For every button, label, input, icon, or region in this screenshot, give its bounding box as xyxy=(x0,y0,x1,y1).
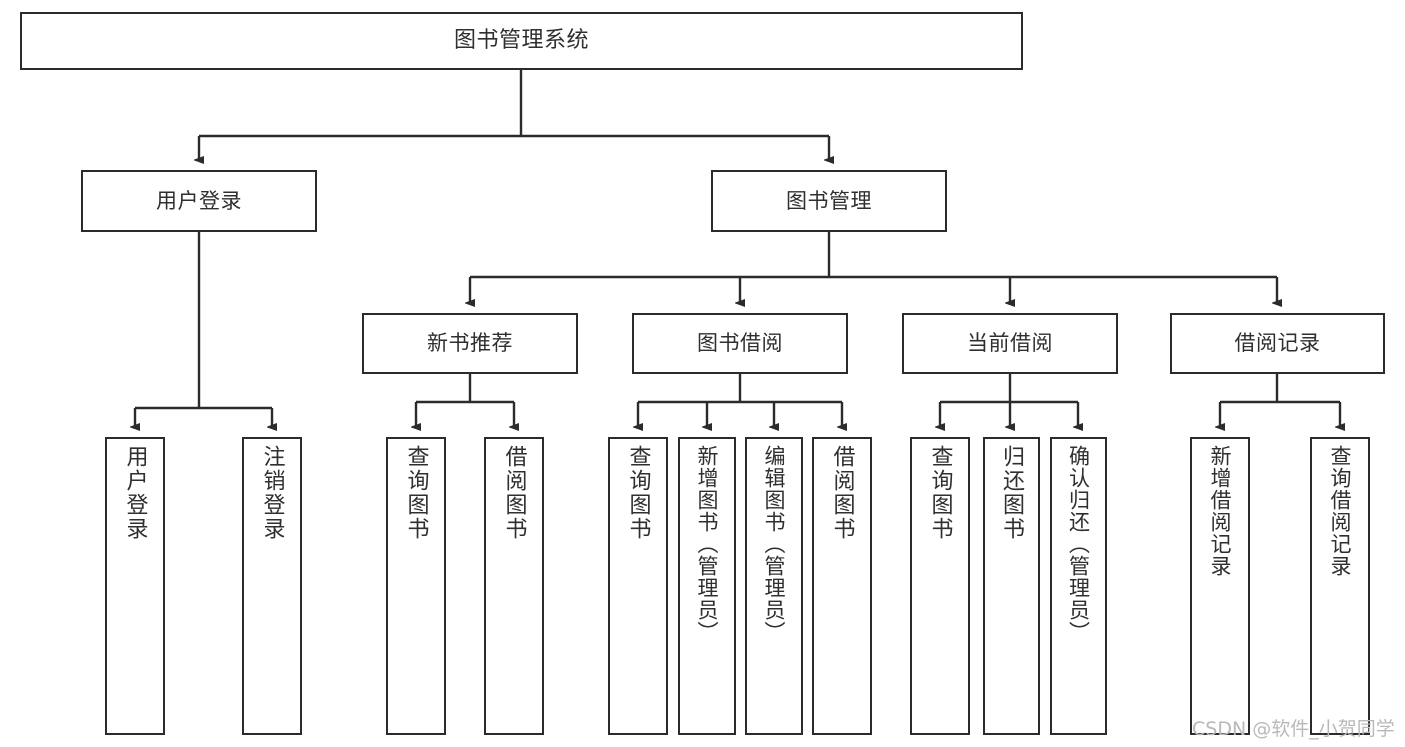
leaf-logout-label: 注销登录 xyxy=(259,445,285,541)
node-new-book-recommend-label: 新书推荐 xyxy=(427,331,513,355)
edge-group-new-books xyxy=(416,374,514,427)
leaf-return-books[interactable]: 归还图书 xyxy=(983,437,1040,735)
leaf-add-book-admin-label: 新增图书（管理员） xyxy=(695,445,720,643)
leaf-edit-book-admin[interactable]: 编辑图书（管理员） xyxy=(745,437,803,735)
node-current-borrow-label: 当前借阅 xyxy=(967,331,1053,355)
node-new-book-recommend[interactable]: 新书推荐 xyxy=(362,313,578,374)
edge-group-borrow xyxy=(638,374,842,427)
leaf-query-books-borrow[interactable]: 查询图书 xyxy=(608,437,668,735)
leaf-logout[interactable]: 注销登录 xyxy=(242,437,302,735)
node-root[interactable]: 图书管理系统 xyxy=(20,12,1023,70)
leaf-add-borrow-record[interactable]: 新增借阅记录 xyxy=(1190,437,1250,735)
edge-group-user-login xyxy=(135,232,272,427)
leaf-borrow-books-label: 借阅图书 xyxy=(829,445,855,541)
leaf-return-books-label: 归还图书 xyxy=(999,445,1025,541)
leaf-query-books-borrow-label: 查询图书 xyxy=(625,445,651,541)
node-book-borrow[interactable]: 图书借阅 xyxy=(632,313,848,374)
leaf-borrow-books[interactable]: 借阅图书 xyxy=(812,437,872,735)
leaf-query-books-recommend[interactable]: 查询图书 xyxy=(386,437,446,735)
node-user-login-label: 用户登录 xyxy=(156,188,242,213)
leaf-user-login[interactable]: 用户登录 xyxy=(105,437,165,735)
node-book-management[interactable]: 图书管理 xyxy=(711,170,947,232)
edge-group-records xyxy=(1220,374,1340,427)
edge-group-current-borrow xyxy=(940,374,1078,427)
leaf-confirm-return-admin-label: 确认归还（管理员） xyxy=(1066,445,1091,643)
leaf-user-login-label: 用户登录 xyxy=(122,445,148,541)
node-root-label: 图书管理系统 xyxy=(453,28,589,53)
node-borrow-records-label: 借阅记录 xyxy=(1234,331,1321,355)
leaf-query-borrow-record[interactable]: 查询借阅记录 xyxy=(1310,437,1370,735)
leaf-borrow-books-recommend[interactable]: 借阅图书 xyxy=(484,437,544,735)
leaf-query-books-current-label: 查询图书 xyxy=(927,445,953,541)
node-current-borrow[interactable]: 当前借阅 xyxy=(902,313,1118,374)
leaf-edit-book-admin-label: 编辑图书（管理员） xyxy=(762,445,787,643)
edge-group-root xyxy=(199,70,829,160)
leaf-add-book-admin[interactable]: 新增图书（管理员） xyxy=(678,437,736,735)
csdn-watermark: CSDN @软件_小贺同学 xyxy=(1192,718,1395,740)
leaf-query-books-recommend-label: 查询图书 xyxy=(403,445,429,541)
node-borrow-records[interactable]: 借阅记录 xyxy=(1170,313,1385,374)
node-user-login[interactable]: 用户登录 xyxy=(81,170,317,232)
leaf-query-books-current[interactable]: 查询图书 xyxy=(910,437,970,735)
node-book-management-label: 图书管理 xyxy=(786,188,872,213)
leaf-borrow-books-recommend-label: 借阅图书 xyxy=(501,445,527,541)
edge-group-book-mgmt xyxy=(470,232,1277,303)
leaf-query-borrow-record-label: 查询借阅记录 xyxy=(1328,445,1353,577)
leaf-add-borrow-record-label: 新增借阅记录 xyxy=(1208,445,1233,577)
node-book-borrow-label: 图书借阅 xyxy=(697,331,783,355)
leaf-confirm-return-admin[interactable]: 确认归还（管理员） xyxy=(1050,437,1107,735)
